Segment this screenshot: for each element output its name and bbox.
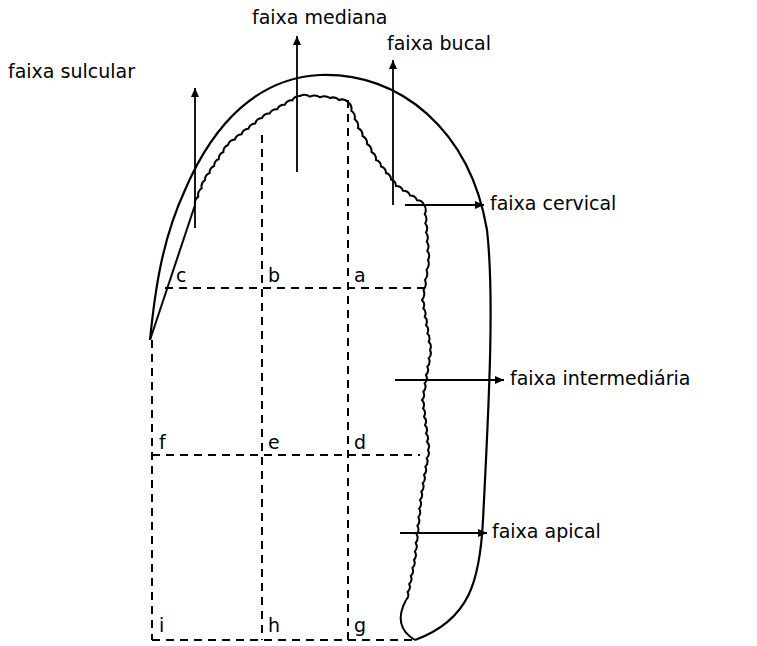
band-label: faixa mediana [250, 8, 389, 27]
outer-outline [150, 75, 491, 640]
cell-letter: e [266, 433, 282, 452]
band-label: faixa bucal [385, 34, 493, 53]
inner-straight [150, 205, 195, 340]
cell-letter: a [352, 266, 368, 285]
band-label: faixa intermediária [508, 369, 692, 388]
band-label: faixa sulcular [6, 62, 137, 81]
leader-arrows [195, 36, 504, 533]
cell-letter: g [352, 616, 368, 635]
cell-letter: i [157, 616, 166, 635]
cell-letter: f [157, 433, 168, 452]
cell-letter: c [174, 266, 188, 285]
inner-contour [195, 95, 431, 600]
dashed-grid [152, 100, 424, 640]
inner-bottom [401, 600, 415, 640]
band-label: faixa apical [490, 522, 603, 541]
cell-letter: d [352, 433, 368, 452]
cell-letter: h [266, 616, 282, 635]
band-label: faixa cervical [488, 194, 618, 213]
cell-letter: b [266, 266, 282, 285]
